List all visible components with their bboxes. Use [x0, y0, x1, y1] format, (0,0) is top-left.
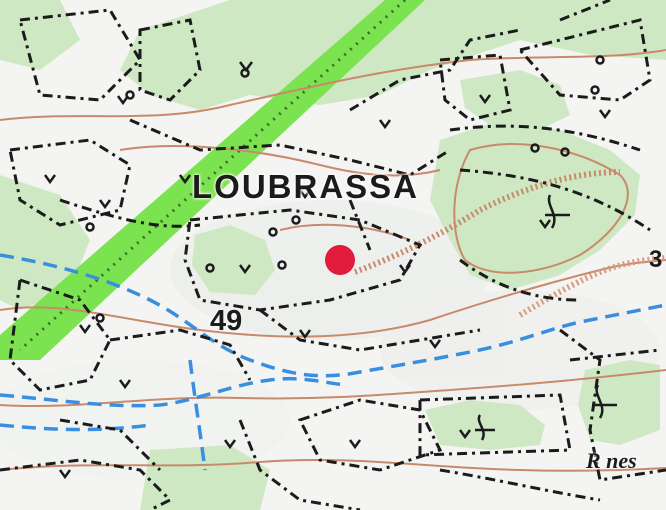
vegetation-area-west	[0, 175, 90, 310]
vegetation-area-north	[120, 0, 666, 110]
green-band-centerline	[18, 0, 407, 352]
scrub-symbol	[592, 384, 617, 419]
location-marker-icon[interactable]	[325, 245, 355, 275]
vegetation-area-south	[425, 400, 545, 450]
scrub-symbol	[475, 414, 495, 441]
cliff-line-lower	[518, 255, 666, 318]
route-label: R nes	[586, 448, 637, 473]
elevation-label: 49	[210, 305, 243, 337]
vegetation-area-center	[192, 225, 275, 295]
vegetation-area-east	[430, 120, 640, 290]
streams	[0, 253, 666, 471]
cliff-line	[353, 169, 621, 275]
vegetation-area-southwest	[140, 445, 270, 510]
green-band	[0, 0, 425, 360]
vegetation-symbols	[43, 55, 612, 480]
contour-lines	[0, 49, 666, 472]
place-name-label: LOUBRASSA	[192, 168, 420, 205]
scrub-symbols	[475, 194, 617, 441]
vegetation-area-northwest	[0, 0, 80, 70]
edge-number-label: 3	[649, 246, 663, 273]
vegetation-area-southeast	[578, 360, 660, 445]
scrub-symbol	[545, 194, 570, 229]
stream-main	[0, 253, 666, 378]
